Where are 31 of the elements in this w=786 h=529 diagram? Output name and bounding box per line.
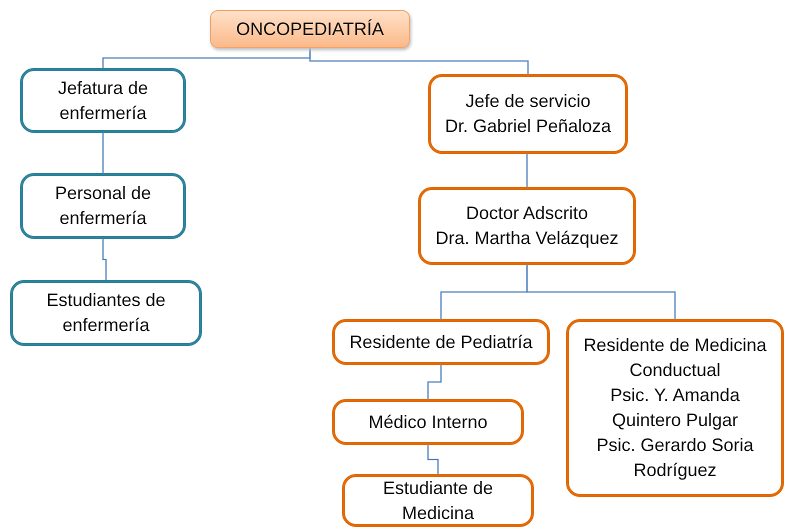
connector-line <box>427 445 439 474</box>
org-box <box>10 280 202 346</box>
org-box <box>332 399 524 445</box>
role-label: Psic. Gerardo Soria Rodríguez <box>595 434 755 482</box>
connector-line <box>427 365 442 399</box>
role-label: Personal de enfermería <box>54 182 152 230</box>
org-box <box>428 74 628 154</box>
chart-title: ONCOPEDIATRÍA <box>236 18 384 40</box>
role-label: Estudiantes de enfermería <box>45 289 167 337</box>
connector-line <box>309 48 529 74</box>
role-label: Psic. Y. Amanda Quintero Pulgar <box>609 384 741 432</box>
role-label: Residente de Medicina Conductual <box>582 334 768 382</box>
role-label: Dra. Martha Velázquez <box>435 227 619 250</box>
connector-line <box>526 265 676 319</box>
role-label: Dr. Gabriel Peñaloza <box>444 115 612 138</box>
role-label: Estudiante de Medicina <box>382 476 494 524</box>
connector-line <box>526 154 528 187</box>
org-box <box>20 68 186 133</box>
org-box <box>418 187 636 265</box>
org-box <box>20 173 186 239</box>
title-box <box>210 10 410 48</box>
role-label: Jefatura de enfermería <box>56 76 150 124</box>
role-label: Residente de Pediatría <box>349 330 533 354</box>
org-box <box>342 474 534 527</box>
role-label: Doctor Adscrito <box>466 202 588 225</box>
role-label: Jefe de servicio <box>465 90 591 113</box>
connector-line <box>102 239 107 280</box>
role-label: Médico Interno <box>368 410 488 434</box>
connector-line <box>102 133 104 173</box>
org-box <box>332 319 550 365</box>
org-box <box>566 319 784 497</box>
